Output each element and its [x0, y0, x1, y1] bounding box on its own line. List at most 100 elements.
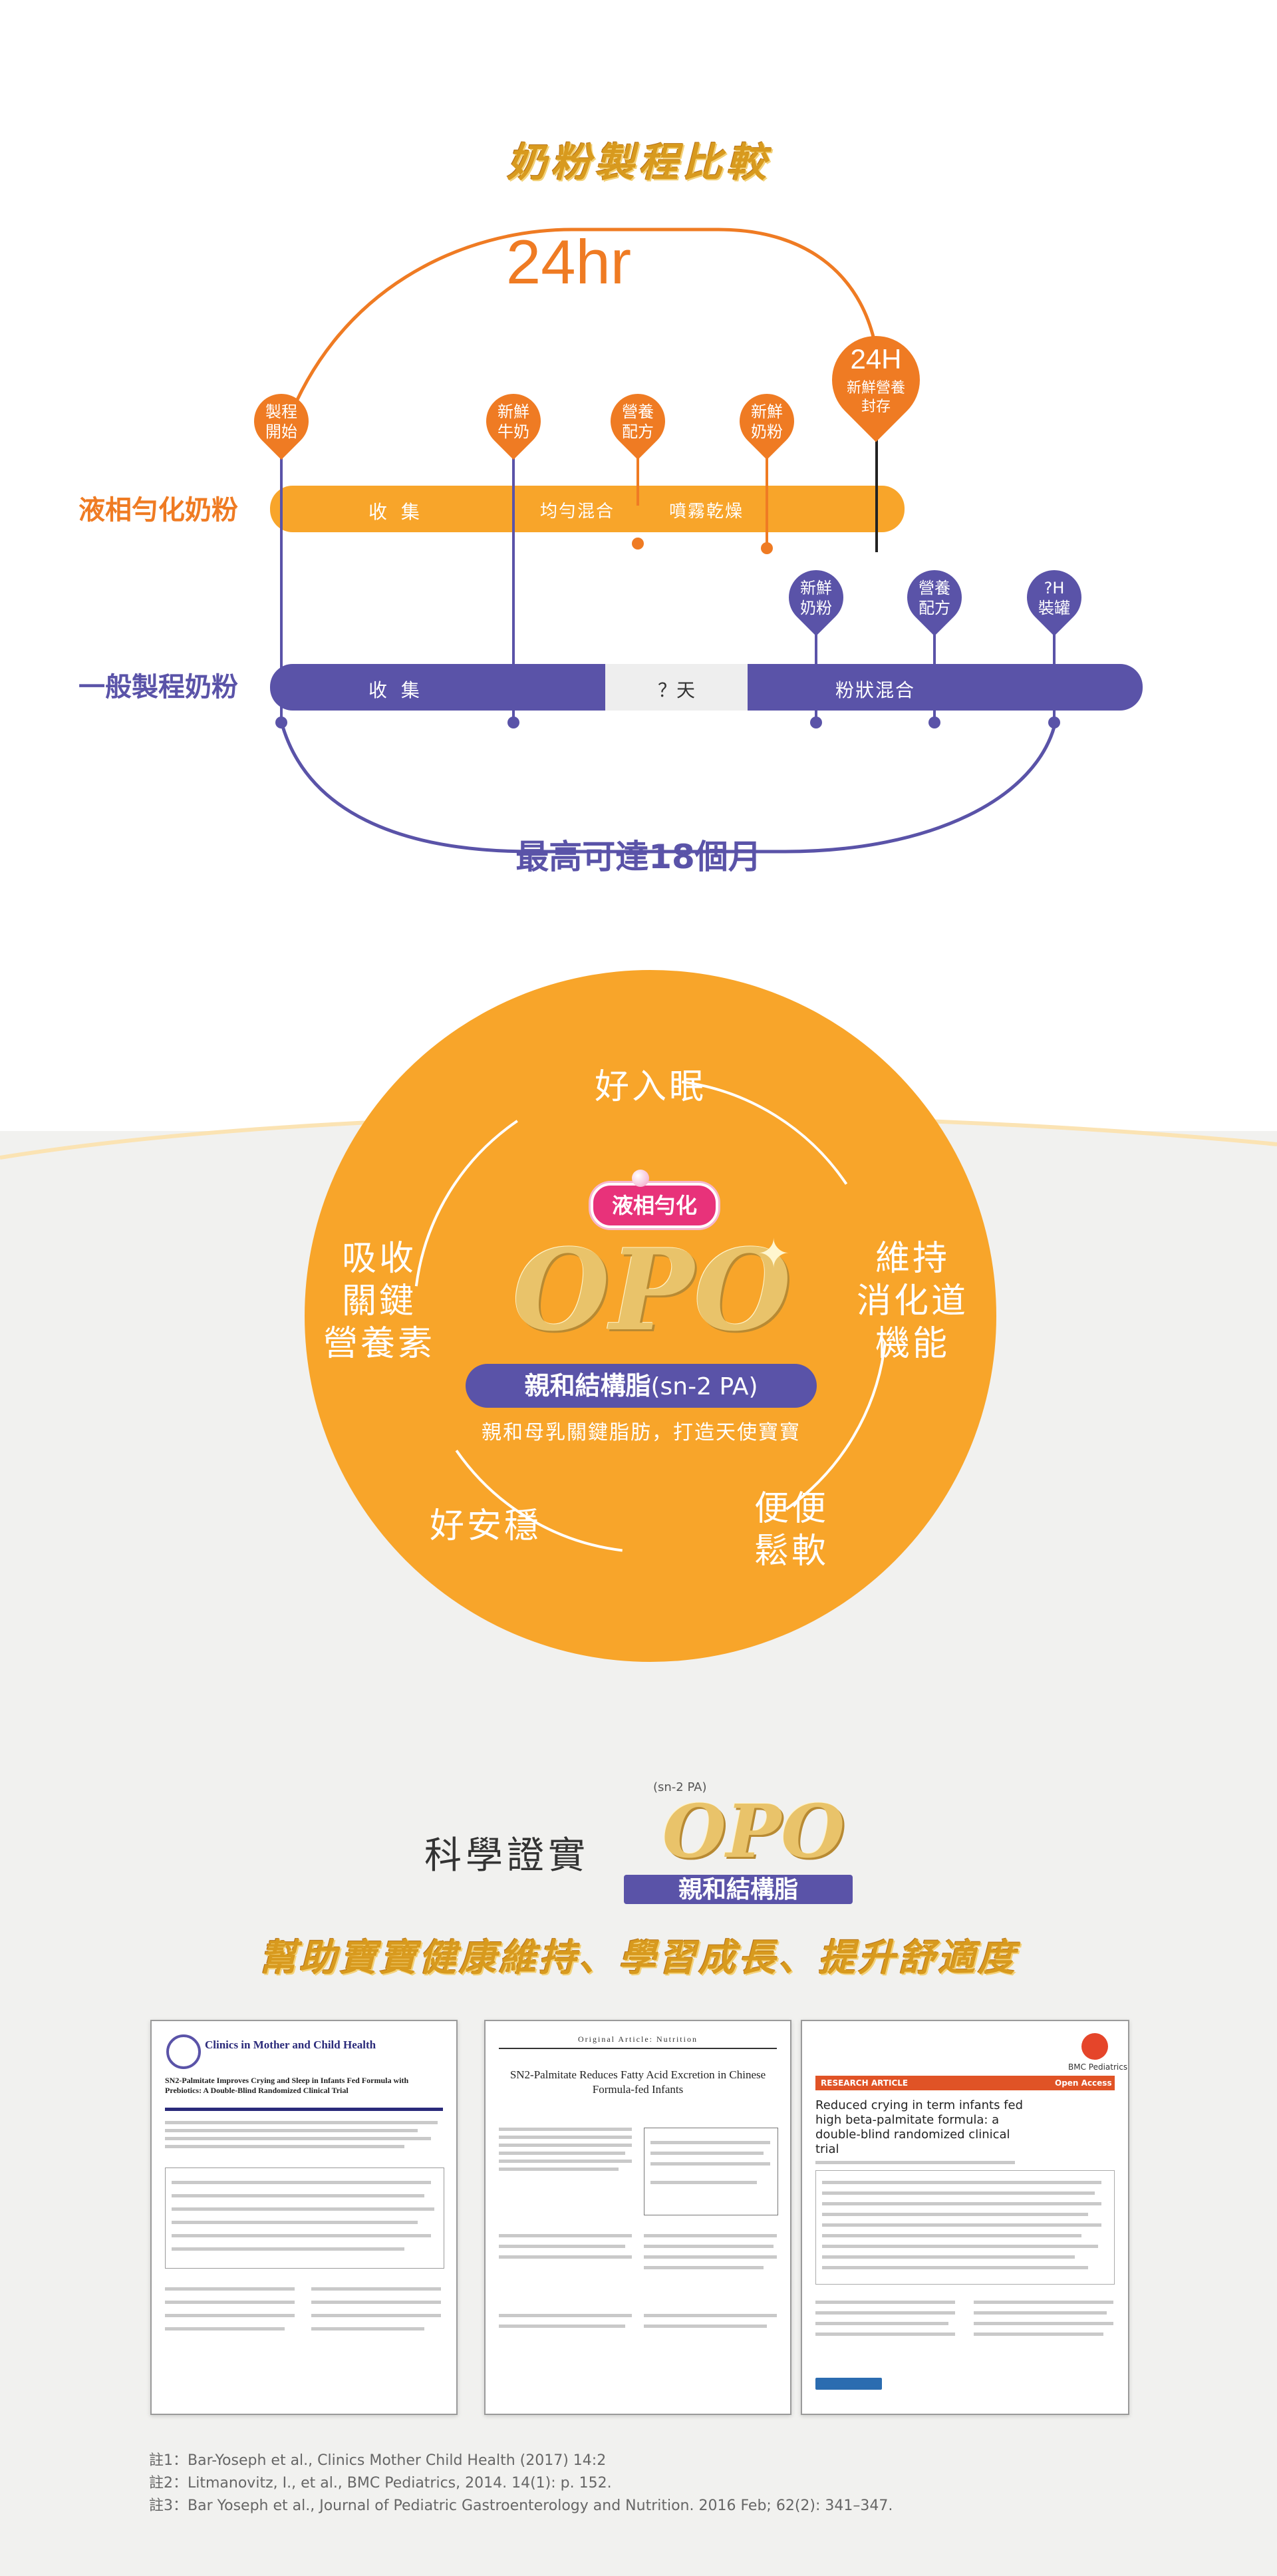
- liquid-segment-mix: 均勻混合: [540, 502, 615, 522]
- text-line: [974, 2322, 1113, 2325]
- text-line: [974, 2301, 1113, 2304]
- paper-journal: Original Article: Nutrition: [578, 2034, 698, 2044]
- text-line: [822, 2223, 1101, 2227]
- text-line: [822, 2234, 1081, 2237]
- article-tag: RESEARCH ARTICLE: [821, 2078, 909, 2088]
- article-banner: [815, 2076, 1115, 2090]
- abstract-box: [165, 2168, 444, 2269]
- pin-line: [875, 439, 878, 552]
- text-line: [644, 2266, 764, 2269]
- pin-dot: [275, 717, 287, 728]
- pin-dot: [1048, 717, 1060, 728]
- general-pin-canning-label: ?H 裝罐: [1038, 579, 1070, 617]
- text-line: [815, 2311, 955, 2315]
- text-line: [822, 2255, 1075, 2259]
- text-line: [644, 2314, 777, 2317]
- text-line: [822, 2213, 1088, 2216]
- text-line: [499, 2245, 625, 2248]
- journal-logo-icon: [166, 2034, 201, 2069]
- key-points-box: [644, 2128, 778, 2215]
- text-line: [499, 2136, 632, 2139]
- text-line: [165, 2327, 285, 2331]
- text-line: [499, 2234, 632, 2237]
- pin-start-label: 製程 開始: [265, 402, 297, 441]
- text-line: [974, 2333, 1103, 2336]
- pin-dot: [928, 717, 940, 728]
- pin-line: [815, 632, 817, 722]
- text-line: [172, 2247, 404, 2251]
- timeline-arcs: [279, 228, 1058, 854]
- text-line: [822, 2266, 1088, 2269]
- science-prefix: 科學證實: [424, 1834, 589, 1877]
- opo-tagline: 親和母乳關鍵脂肪，打造天使寶寶: [482, 1421, 801, 1444]
- pin-line: [280, 452, 283, 722]
- text-line: [165, 2129, 418, 2132]
- general-pin-fresh-powder-label: 新鮮 奶粉: [800, 579, 832, 617]
- liquid-row-label: 液相勻化奶粉: [78, 495, 238, 526]
- text-line: [499, 2144, 632, 2147]
- structure-suffix: (sn-2 PA): [650, 1373, 758, 1400]
- text-line: [644, 2255, 777, 2259]
- text-line: [815, 2333, 955, 2336]
- pin-line: [766, 452, 768, 546]
- text-line: [650, 2152, 764, 2155]
- general-segment-collect: 收 集: [368, 679, 424, 701]
- text-line: [311, 2327, 424, 2331]
- text-line: [165, 2137, 431, 2140]
- general-segment-days: ？天: [657, 679, 695, 701]
- paper-title: Reduced crying in term infants fed high …: [815, 2098, 1024, 2156]
- rule: [165, 2108, 443, 2111]
- text-line: [644, 2325, 767, 2328]
- time-label: 24hr: [505, 227, 632, 297]
- text-line: [644, 2245, 774, 2248]
- liquid-homogenized-badge: 液相勻化: [591, 1183, 718, 1228]
- process-title: 奶粉製程比較: [507, 140, 770, 186]
- text-line: [650, 2181, 757, 2184]
- benefit-calm: 好安穩: [429, 1506, 541, 1546]
- benefit-digestion: 維持 消化道 機能: [856, 1239, 968, 1364]
- pin-line: [637, 452, 639, 506]
- text-line: [822, 2245, 1098, 2248]
- text-line: [311, 2314, 441, 2317]
- big-pin-title: 24H: [850, 343, 902, 375]
- opo-logo: OPO: [512, 1224, 791, 1356]
- benefit-stool: 便便 鬆軟: [754, 1489, 829, 1571]
- liquid-segment-spray: 噴霧乾燥: [669, 502, 744, 522]
- pin-line: [1053, 632, 1056, 722]
- text-line: [499, 2325, 625, 2328]
- text-line: [165, 2287, 295, 2291]
- bmc-logo-icon: [1081, 2033, 1108, 2060]
- science-opo-logo: OPO: [662, 1788, 845, 1874]
- reference-3: 註3：Bar Yoseph et al., Journal of Pediatr…: [149, 2497, 893, 2514]
- pin-dot: [632, 538, 644, 550]
- text-line: [815, 2301, 955, 2304]
- text-line: [822, 2202, 1101, 2205]
- pin-fresh-milk-label: 新鮮 牛奶: [497, 402, 529, 441]
- text-line: [172, 2221, 418, 2224]
- science-structure-label: 親和結構脂: [624, 1875, 853, 1904]
- big-pin-text: 新鮮營養 封存: [846, 380, 905, 415]
- rule: [499, 2048, 777, 2049]
- pearl-icon: [632, 1170, 649, 1187]
- benefit-sleep: 好入眠: [594, 1067, 706, 1107]
- text-line: [650, 2162, 770, 2166]
- sparkle-icon: ✦: [757, 1231, 791, 1277]
- biomed-central-logo: [815, 2378, 882, 2390]
- paper-thumbnail: BMC Pediatrics RESEARCH ARTICLE Open Acc…: [801, 2020, 1129, 2415]
- max-duration-label: 最高可達18個月: [515, 838, 762, 876]
- text-line: [974, 2311, 1107, 2315]
- text-line: [822, 2191, 1095, 2195]
- text-line: [822, 2181, 1101, 2184]
- text-line: [172, 2207, 434, 2211]
- benefit-absorb: 吸收 關鍵 營養素: [323, 1239, 435, 1364]
- text-line: [172, 2234, 431, 2237]
- text-line: [815, 2322, 948, 2325]
- general-segment-mix: 粉狀混合: [835, 679, 916, 701]
- process-section: 奶粉製程比較 24hr 液相勻化奶粉 收 集 均勻混合 噴霧乾燥 製程 開始 新…: [0, 0, 1277, 918]
- reference-1: 註1：Bar-Yoseph et al., Clinics Mother Chi…: [149, 2452, 607, 2469]
- general-row-label: 一般製程奶粉: [78, 672, 238, 703]
- open-access-tag: Open Access: [1055, 2078, 1112, 2088]
- general-pin-nutrition-label: 營養 配方: [919, 579, 950, 617]
- text-line: [165, 2314, 295, 2317]
- paper-title: SN2-Palmitate Reduces Fatty Acid Excreti…: [509, 2068, 766, 2096]
